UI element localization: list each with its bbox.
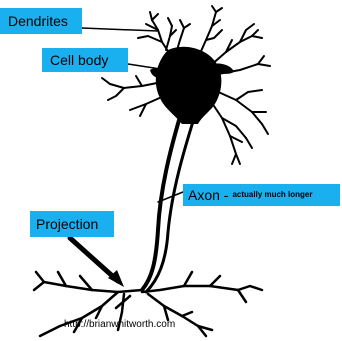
projection-label-text: Projection bbox=[36, 217, 98, 231]
axon-note-text: actually much longer bbox=[232, 191, 312, 199]
source-credit: http://brianwhitworth.com bbox=[64, 319, 175, 330]
dendrites-label: Dendrites bbox=[0, 8, 82, 34]
axon-label: Axon - actually much longer bbox=[183, 184, 340, 206]
dendrites-left bbox=[102, 76, 164, 116]
axon-label-text: Axon - bbox=[188, 188, 228, 202]
dendrites-leader-line bbox=[82, 28, 158, 31]
dendrites-right bbox=[210, 90, 268, 164]
cell-body-label-text: Cell body bbox=[50, 53, 108, 67]
projection-label: Projection bbox=[30, 211, 114, 237]
dendrites-label-text: Dendrites bbox=[8, 14, 68, 28]
projection-leader-line bbox=[70, 238, 118, 281]
cell-body-label: Cell body bbox=[42, 48, 128, 72]
cell-body-soma bbox=[156, 47, 222, 124]
